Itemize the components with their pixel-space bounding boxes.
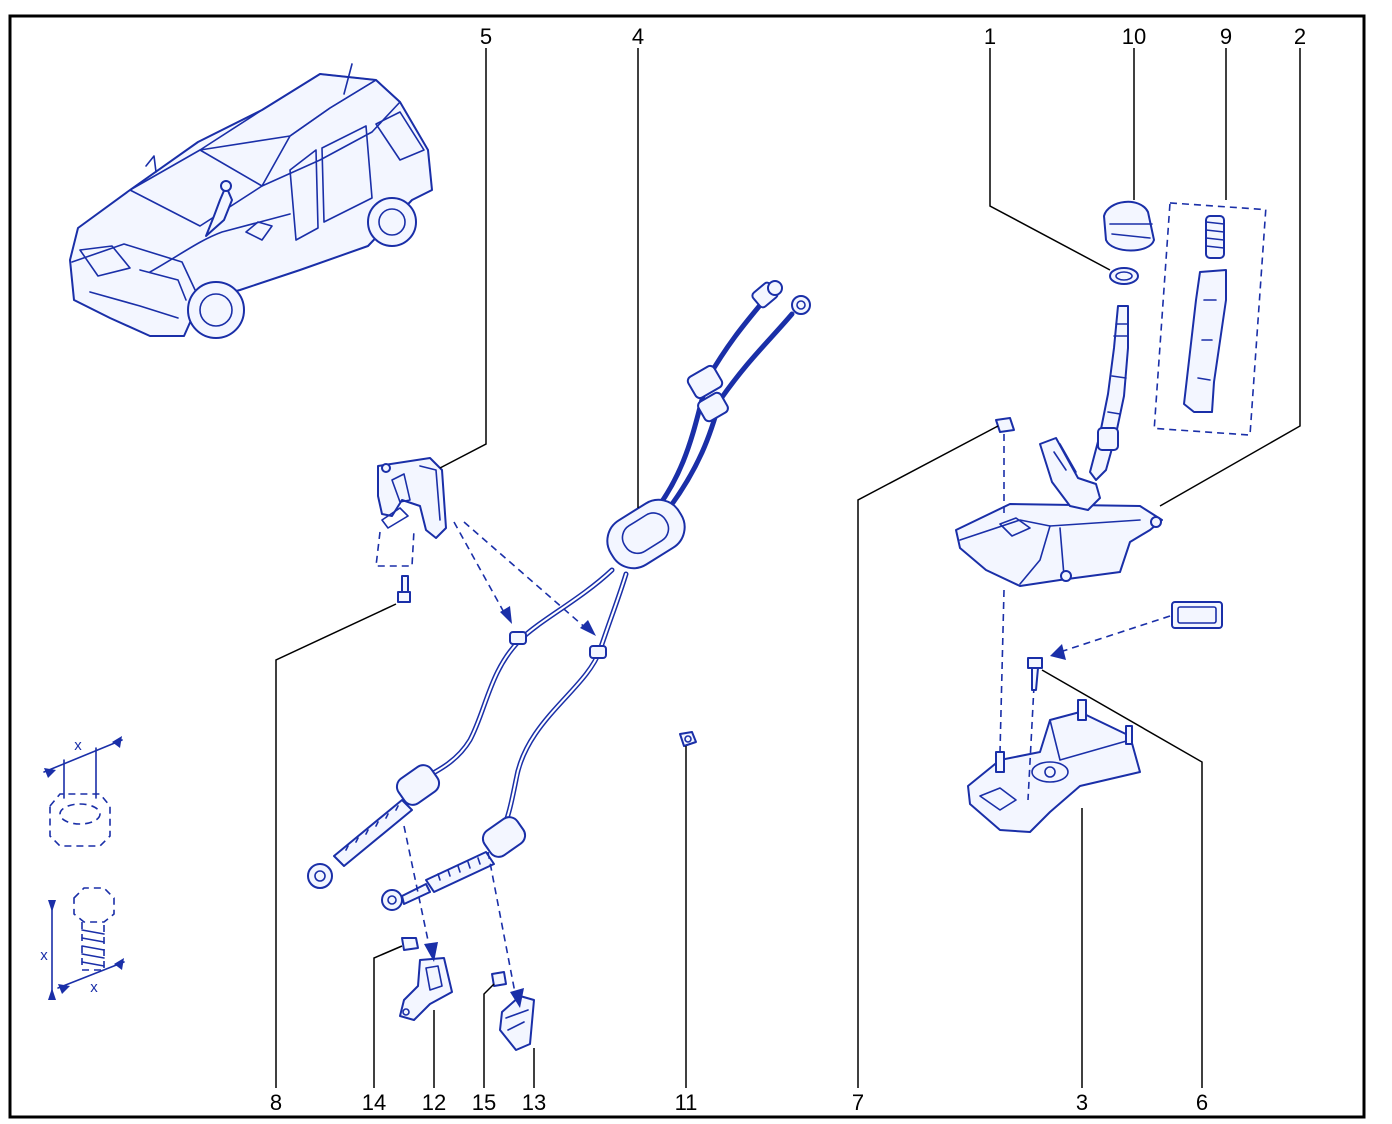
bracket-nut-left: [401, 937, 419, 951]
cable-end-bracket-right: [499, 995, 535, 1051]
callout-14: 14: [362, 1090, 386, 1115]
vehicle-locator-illustration: [69, 63, 433, 339]
callout-15: 15: [472, 1090, 496, 1115]
callout-9: 9: [1220, 24, 1232, 49]
gear-lever-housing: [955, 437, 1163, 587]
callout-1: 1: [984, 24, 996, 49]
callout-5: 5: [480, 24, 492, 49]
callout-11: 11: [675, 1090, 698, 1115]
gear-shift-cable-assembly: [307, 280, 811, 911]
bolt-length-label: x: [40, 947, 48, 964]
callout-3: 3: [1076, 1090, 1088, 1115]
gear-lever: [1089, 305, 1129, 481]
callout-6: 6: [1196, 1090, 1208, 1115]
callout-13: 13: [522, 1090, 546, 1115]
lever-spring: [1205, 215, 1225, 259]
gasket-plate: [1171, 601, 1223, 629]
cable-clip: [679, 731, 697, 747]
bolt-thread-label: x: [90, 979, 98, 996]
spring-kit-outline: [1153, 202, 1267, 436]
base-screw: [1027, 657, 1043, 691]
cable-support-bracket: [377, 457, 447, 539]
cable-end-sleeve-right: [481, 816, 527, 858]
callout-4: 4: [632, 24, 644, 49]
cable-end-sleeve-left: [395, 764, 441, 806]
nut-dimension-label: x: [74, 737, 82, 754]
leader-lines: [275, 48, 1301, 1088]
cable-grommet: [606, 498, 686, 570]
callout-10: 10: [1122, 24, 1146, 49]
bracket-screw: [397, 575, 411, 603]
knob-ring: [1109, 267, 1139, 285]
callout-12: 12: [422, 1090, 446, 1115]
nut-dimension-legend: x: [43, 736, 123, 847]
gear-lever-base: [967, 699, 1141, 833]
cable-end-bracket-left: [399, 957, 453, 1021]
bracket-nut-right: [491, 971, 507, 987]
callout-8: 8: [270, 1090, 282, 1115]
lever-sleeve: [1183, 269, 1227, 413]
callout-2: 2: [1294, 24, 1306, 49]
gear-knob: [1103, 200, 1155, 252]
callout-7: 7: [852, 1090, 864, 1115]
diagram-frame: [8, 14, 1366, 1119]
housing-nut: [995, 417, 1015, 433]
bolt-dimension-legend: x x: [40, 887, 125, 1000]
